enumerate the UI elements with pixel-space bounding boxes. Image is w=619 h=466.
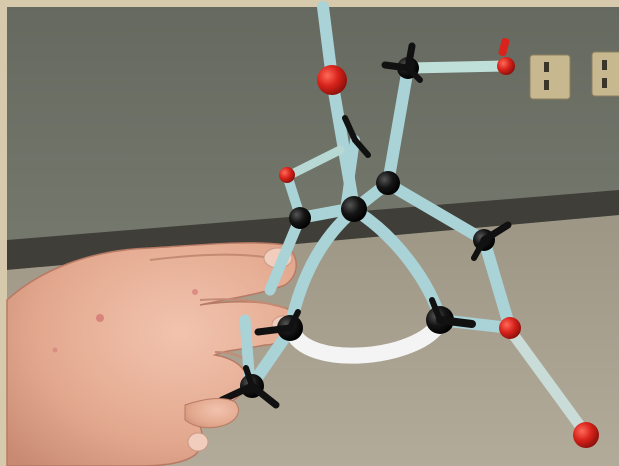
oxygen-atom — [317, 65, 347, 95]
wall-outlet — [591, 51, 619, 97]
oxygen-atom — [497, 57, 515, 75]
oxygen-atom — [279, 167, 295, 183]
wall-outlet — [529, 54, 571, 100]
bond — [284, 206, 358, 334]
bond — [404, 60, 511, 74]
bond — [478, 234, 516, 334]
thumb — [184, 397, 239, 429]
hand — [6, 242, 297, 466]
oxygen-atom — [499, 317, 521, 339]
carbon-atom — [376, 171, 400, 195]
bond — [504, 324, 592, 440]
bond — [264, 212, 306, 296]
carbon-atom — [289, 207, 311, 229]
bond — [382, 62, 414, 189]
oxygen-atom — [573, 422, 599, 448]
carbon-atom — [341, 196, 367, 222]
hydrogen-pegs — [218, 42, 512, 409]
long-bond — [284, 314, 448, 364]
bond — [285, 145, 345, 180]
bond — [384, 179, 490, 246]
